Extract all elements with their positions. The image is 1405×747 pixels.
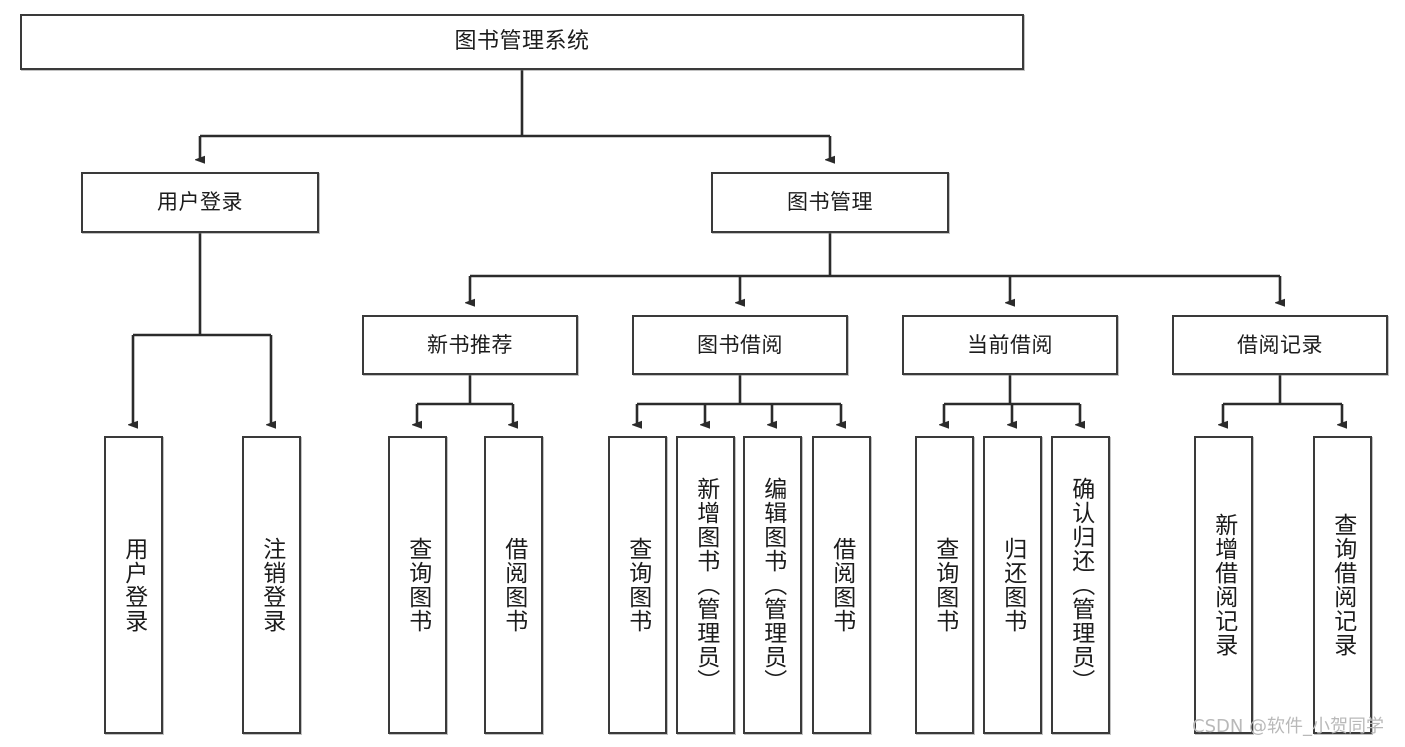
leaf-current-confirm-return-admin[interactable]: 确认归还（管理员） xyxy=(1051,436,1110,734)
node-root-system[interactable]: 图书管理系统 xyxy=(20,14,1024,70)
node-label: 图书借阅 xyxy=(697,332,783,357)
node-user-login[interactable]: 用户登录 xyxy=(81,172,319,233)
node-label: 查询借阅记录 xyxy=(1329,513,1356,657)
node-label: 注销登录 xyxy=(258,537,285,633)
node-label: 借阅图书 xyxy=(500,537,527,633)
leaf-record-query-record[interactable]: 查询借阅记录 xyxy=(1313,436,1372,734)
node-current-borrow[interactable]: 当前借阅 xyxy=(902,315,1118,375)
leaf-current-query-book[interactable]: 查询图书 xyxy=(915,436,974,734)
leaf-recommend-borrow-book[interactable]: 借阅图书 xyxy=(484,436,543,734)
leaf-borrow-query-book[interactable]: 查询图书 xyxy=(608,436,667,734)
node-label: 新书推荐 xyxy=(427,332,513,357)
node-label: 用户登录 xyxy=(157,190,243,215)
node-label: 归还图书 xyxy=(999,537,1026,633)
leaf-borrow-add-book-admin[interactable]: 新增图书（管理员） xyxy=(676,436,735,734)
node-label: 图书管理系统 xyxy=(454,29,590,55)
node-book-borrow[interactable]: 图书借阅 xyxy=(632,315,848,375)
node-label: 借阅记录 xyxy=(1237,332,1323,357)
node-borrow-record[interactable]: 借阅记录 xyxy=(1172,315,1388,375)
leaf-borrow-edit-book-admin[interactable]: 编辑图书（管理员） xyxy=(743,436,802,734)
leaf-borrow-borrow-book[interactable]: 借阅图书 xyxy=(812,436,871,734)
leaf-current-return-book[interactable]: 归还图书 xyxy=(983,436,1042,734)
node-book-management[interactable]: 图书管理 xyxy=(711,172,949,233)
csdn-watermark: CSDN @软件_小贺同学 xyxy=(1192,716,1385,737)
node-label: 查询图书 xyxy=(624,537,651,633)
leaf-user-login-signout[interactable]: 注销登录 xyxy=(242,436,301,734)
node-label: 借阅图书 xyxy=(828,537,855,633)
node-label: 当前借阅 xyxy=(967,332,1053,357)
node-label: 用户登录 xyxy=(120,537,147,633)
node-label: 查询图书 xyxy=(404,537,431,633)
leaf-recommend-query-book[interactable]: 查询图书 xyxy=(388,436,447,734)
node-label: 确认归还（管理员） xyxy=(1067,477,1094,693)
node-label: 新增图书（管理员） xyxy=(692,477,719,693)
leaf-user-login-signin[interactable]: 用户登录 xyxy=(104,436,163,734)
node-label: 查询图书 xyxy=(931,537,958,633)
leaf-record-add-record[interactable]: 新增借阅记录 xyxy=(1194,436,1253,734)
node-label: 编辑图书（管理员） xyxy=(759,477,786,693)
node-label: 新增借阅记录 xyxy=(1210,513,1237,657)
node-label: 图书管理 xyxy=(787,190,873,215)
node-new-book-recommend[interactable]: 新书推荐 xyxy=(362,315,578,375)
